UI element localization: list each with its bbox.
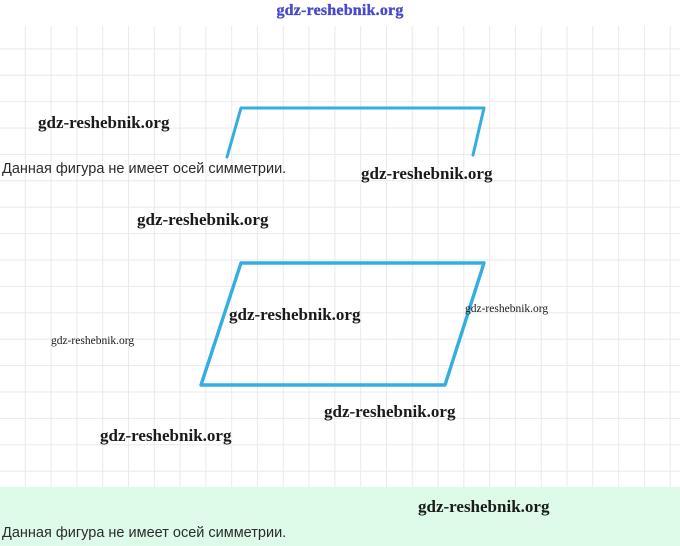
header-band: gdz-reshebnik.org	[0, 0, 680, 26]
watermark-5: gdz-reshebnik.org	[465, 303, 549, 315]
watermark-4: gdz-reshebnik.org	[229, 305, 361, 324]
answer-text-first: Данная фигура не имеет осей симметрии.	[2, 161, 287, 177]
watermark-6: gdz-reshebnik.org	[51, 335, 135, 347]
answer-highlight-band	[0, 487, 680, 546]
watermark-3: gdz-reshebnik.org	[137, 210, 269, 229]
watermark-9: gdz-reshebnik.org	[418, 497, 550, 516]
watermark-7: gdz-reshebnik.org	[324, 402, 456, 421]
watermark-8: gdz-reshebnik.org	[100, 426, 232, 445]
site-watermark-header: gdz-reshebnik.org	[276, 2, 404, 19]
answer-text-second: Данная фигура не имеет осей симметрии.	[2, 525, 287, 541]
watermark-1: gdz-reshebnik.org	[38, 113, 170, 132]
graph-paper-grid	[0, 26, 680, 487]
watermark-2: gdz-reshebnik.org	[361, 164, 493, 183]
